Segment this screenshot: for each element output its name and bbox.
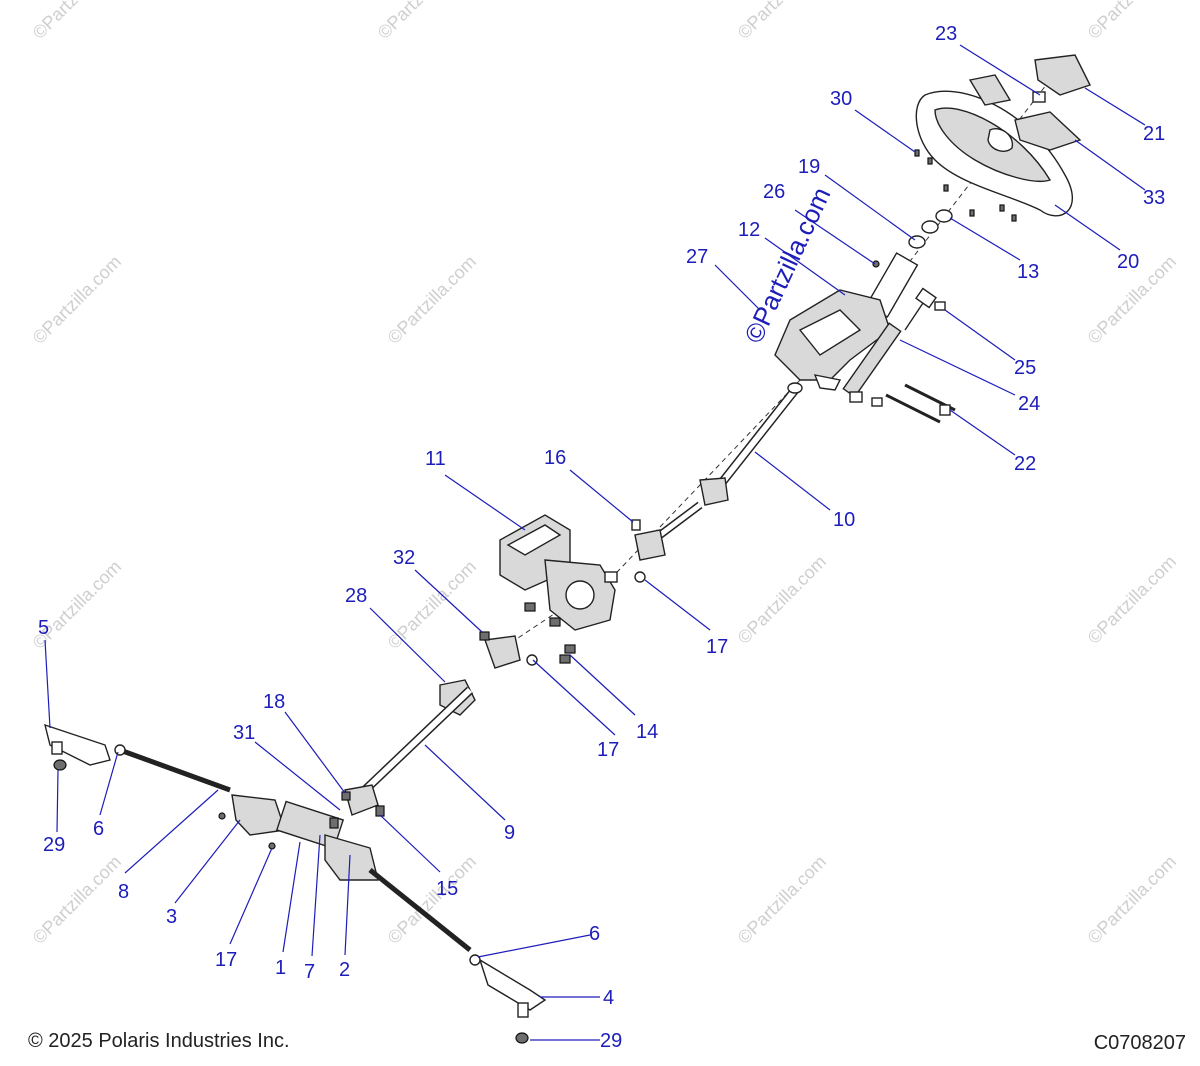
callout-1[interactable]: 1 <box>275 957 286 979</box>
callout-12[interactable]: 12 <box>738 219 760 241</box>
steering-trim <box>968 54 1091 151</box>
callout-26[interactable]: 26 <box>763 181 785 203</box>
callout-17[interactable]: 17 <box>597 739 619 761</box>
leader-lines <box>44 44 1146 1041</box>
callout-6[interactable]: 6 <box>93 818 104 840</box>
watermark: ©Partzilla.com <box>384 556 480 652</box>
callout-21[interactable]: 21 <box>1143 123 1165 145</box>
callout-33[interactable]: 33 <box>1143 187 1165 209</box>
callout-14[interactable]: 14 <box>636 721 658 743</box>
watermark: ©Partzilla.com <box>1084 0 1180 43</box>
power-steering-unit <box>499 514 618 664</box>
watermark: ©Partzilla.com <box>29 851 125 947</box>
callout-7[interactable]: 7 <box>304 961 315 983</box>
callout-15[interactable]: 15 <box>436 878 458 900</box>
intermediate-shaft <box>631 382 803 583</box>
callout-13[interactable]: 13 <box>1017 261 1039 283</box>
watermark: ©Partzilla.com <box>384 251 480 347</box>
callout-10[interactable]: 10 <box>833 509 855 531</box>
callout-22[interactable]: 22 <box>1014 453 1036 475</box>
callout-5[interactable]: 5 <box>38 617 49 639</box>
callout-2[interactable]: 2 <box>339 959 350 981</box>
column-bushings <box>908 209 953 249</box>
callout-4[interactable]: 4 <box>603 987 614 1009</box>
callout-3[interactable]: 3 <box>166 906 177 928</box>
watermark: ©Partzilla.com <box>734 551 830 647</box>
column-bracket <box>774 252 919 391</box>
callout-24[interactable]: 24 <box>1018 393 1040 415</box>
callout-18[interactable]: 18 <box>263 691 285 713</box>
callout-32[interactable]: 32 <box>393 547 415 569</box>
diagram-code: C0708207 <box>1093 1032 1186 1054</box>
strut-bolts <box>871 301 956 424</box>
watermark: ©Partzilla.com <box>29 0 125 43</box>
watermark: ©Partzilla.com <box>384 851 480 947</box>
watermark: ©Partzilla.com <box>1084 851 1180 947</box>
watermark: ©Partzilla.com <box>1084 551 1180 647</box>
watermark: ©Partzilla.com <box>29 251 125 347</box>
watermark: ©Partzilla.com <box>734 0 830 43</box>
callout-17[interactable]: 17 <box>215 949 237 971</box>
callout-11[interactable]: 11 <box>425 448 446 470</box>
callout-30[interactable]: 30 <box>830 88 852 110</box>
callout-27[interactable]: 27 <box>686 246 708 268</box>
callout-20[interactable]: 20 <box>1117 251 1139 273</box>
callout-31[interactable]: 31 <box>233 722 255 744</box>
copyright-notice: © 2025 Polaris Industries Inc. <box>28 1030 290 1052</box>
gas-strut <box>842 287 937 403</box>
callout-25[interactable]: 25 <box>1014 357 1036 379</box>
steering-wheel <box>915 90 1073 217</box>
callout-17[interactable]: 17 <box>706 636 728 658</box>
watermark: ©Partzilla.com <box>734 851 830 947</box>
callout-9[interactable]: 9 <box>504 822 515 844</box>
watermark: ©Partzilla.com <box>374 0 470 43</box>
wheel-screws <box>914 149 1017 222</box>
callout-6[interactable]: 6 <box>589 923 600 945</box>
callouts: 23 30 21 33 19 26 13 20 12 27 25 24 22 1… <box>38 23 1165 1052</box>
lower-steering-shaft <box>341 631 538 817</box>
assembly-axis <box>499 79 1051 651</box>
callout-8[interactable]: 8 <box>118 881 129 903</box>
callout-28[interactable]: 28 <box>345 585 367 607</box>
callout-23[interactable]: 23 <box>935 23 957 45</box>
callout-16[interactable]: 16 <box>544 447 566 469</box>
tie-rod-ends <box>44 723 547 1044</box>
callout-29[interactable]: 29 <box>600 1030 622 1052</box>
callout-29[interactable]: 29 <box>43 834 65 856</box>
callout-19[interactable]: 19 <box>798 156 820 178</box>
